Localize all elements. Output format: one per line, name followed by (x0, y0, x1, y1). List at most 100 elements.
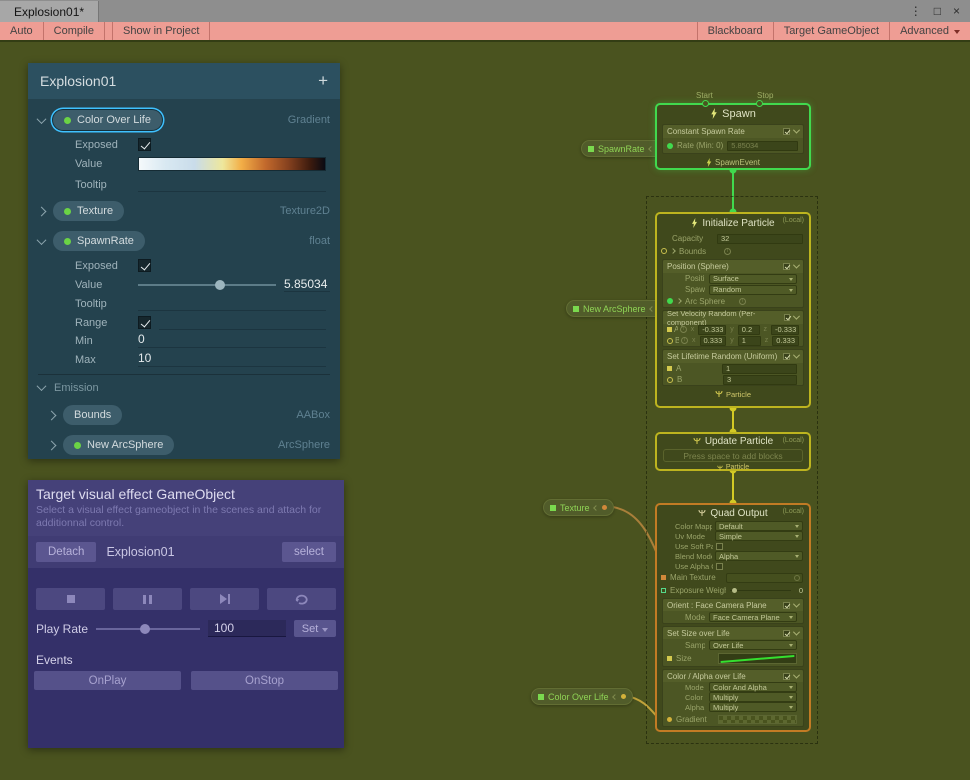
spawn-mode-dropdown[interactable]: Random (709, 285, 797, 295)
use-alpha-clipping-checkbox[interactable] (716, 563, 723, 570)
add-blocks-placeholder[interactable]: Press space to add blocks (663, 449, 803, 462)
kebab-menu-icon[interactable]: ⋮ (910, 5, 922, 17)
show-in-project-button[interactable]: Show in Project (113, 22, 210, 40)
slider-knob[interactable] (215, 280, 225, 290)
param-node-new-arcsphere[interactable]: New ArcSphere (566, 300, 670, 317)
size-input-port[interactable] (667, 656, 672, 661)
space-badge[interactable]: (Local) (783, 508, 804, 515)
block-enabled-checkbox[interactable] (783, 128, 790, 135)
color-mode-dropdown[interactable]: Color And Alpha (709, 682, 797, 692)
output-port[interactable] (621, 694, 626, 699)
pause-button[interactable] (113, 588, 182, 610)
detach-button[interactable]: Detach (36, 542, 96, 562)
lifetime-b-port[interactable] (667, 377, 673, 383)
target-gameobject-toggle-button[interactable]: Target GameObject (773, 22, 889, 40)
max-field[interactable]: 10 (138, 353, 326, 367)
collapse-icon[interactable] (649, 306, 655, 312)
block-enabled-checkbox[interactable] (783, 630, 790, 637)
constant-spawn-rate-block[interactable]: Constant Spawn Rate Rate (Min: 0) 5.8503… (662, 124, 804, 154)
quad-output-context[interactable]: (Local) Quad Output Color Mapping Mode D… (655, 503, 811, 732)
range-checkbox[interactable] (138, 316, 151, 329)
close-icon[interactable]: × (953, 5, 960, 17)
position-sphere-block[interactable]: Position (Sphere) Position Mode Surface … (662, 259, 804, 308)
value-slider[interactable] (138, 278, 276, 292)
param-node-texture[interactable]: Texture (543, 499, 614, 516)
block-enabled-checkbox[interactable] (783, 263, 790, 270)
param-node-color-over-life[interactable]: Color Over Life (531, 688, 633, 705)
category-emission[interactable]: Emission (38, 374, 330, 400)
set-size-over-life-block[interactable]: Set Size over Life Sample Mode Over Life… (662, 626, 804, 667)
exposure-weight-port[interactable] (661, 588, 666, 593)
value-number-field[interactable]: 5.85034 (284, 277, 330, 292)
output-port[interactable] (602, 505, 607, 510)
color-mapping-dropdown[interactable]: Default (715, 521, 803, 531)
velocity-b-y-field[interactable]: 1 (738, 336, 761, 346)
size-curve-field[interactable] (718, 653, 797, 664)
exposure-weight-slider[interactable] (730, 590, 791, 591)
block-enabled-checkbox[interactable] (784, 314, 791, 321)
sample-mode-dropdown[interactable]: Over Life (709, 640, 797, 650)
auto-button[interactable]: Auto (0, 22, 44, 40)
uv-mode-dropdown[interactable]: Simple (715, 531, 803, 541)
slider-knob[interactable] (732, 588, 737, 593)
tooltip-field[interactable] (138, 297, 326, 311)
main-texture-input-port[interactable] (661, 575, 666, 580)
spawn-context[interactable]: Spawn Constant Spawn Rate Rate (Min: 0) … (655, 103, 811, 170)
stop-button[interactable] (36, 588, 105, 610)
block-enabled-checkbox[interactable] (783, 353, 790, 360)
maximize-icon[interactable]: □ (934, 5, 941, 17)
gradient-field[interactable] (718, 715, 797, 724)
velocity-a-port[interactable] (667, 327, 672, 332)
chevron-down-icon[interactable] (793, 262, 800, 269)
param-pill-new-arcsphere[interactable]: New ArcSphere (63, 435, 174, 455)
onstop-button[interactable]: OnStop (191, 671, 338, 690)
arc-sphere-input-port[interactable] (667, 298, 673, 304)
collapse-icon[interactable] (612, 694, 618, 700)
orient-mode-dropdown[interactable]: Face Camera Plane (709, 612, 797, 622)
chevron-down-icon[interactable] (793, 127, 800, 134)
space-badge[interactable]: (Local) (783, 437, 804, 444)
chevron-down-icon[interactable] (37, 114, 47, 124)
lifetime-a-port[interactable] (667, 366, 672, 371)
play-rate-slider[interactable] (96, 623, 200, 635)
set-dropdown-button[interactable]: Set (294, 620, 336, 637)
step-button[interactable] (190, 588, 259, 610)
color-composition-dropdown[interactable]: Multiply (709, 692, 797, 702)
block-enabled-checkbox[interactable] (783, 602, 790, 609)
compile-button[interactable]: Compile (44, 22, 105, 40)
chevron-down-icon[interactable] (793, 628, 800, 635)
color-alpha-over-life-block[interactable]: Color / Alpha over Life Mode Color And A… (662, 669, 804, 727)
chevron-right-icon[interactable] (47, 440, 57, 450)
rate-input-port[interactable] (667, 143, 673, 149)
alpha-composition-dropdown[interactable]: Multiply (709, 702, 797, 712)
onplay-button[interactable]: OnPlay (34, 671, 181, 690)
blackboard-toggle-button[interactable]: Blackboard (697, 22, 773, 40)
initialize-particle-context[interactable]: (Local) Initialize Particle Capacity 32 … (655, 212, 811, 408)
add-parameter-button[interactable]: + (318, 71, 328, 91)
chevron-down-icon[interactable] (793, 352, 800, 359)
space-badge[interactable]: (Local) (783, 217, 804, 224)
lifetime-b-field[interactable]: 3 (723, 375, 797, 385)
orient-block[interactable]: Orient : Face Camera Plane Mode Face Cam… (662, 598, 804, 624)
capacity-field[interactable]: 32 (717, 234, 803, 244)
block-enabled-checkbox[interactable] (783, 673, 790, 680)
advanced-dropdown[interactable]: Advanced (889, 22, 970, 40)
restart-button[interactable] (267, 588, 336, 610)
update-particle-context[interactable]: (Local) Update Particle Press space to a… (655, 432, 811, 471)
velocity-b-port[interactable] (667, 338, 673, 344)
lifetime-a-field[interactable]: 1 (722, 364, 797, 374)
play-rate-field[interactable]: 100 (208, 620, 286, 637)
use-soft-particle-checkbox[interactable] (716, 543, 723, 550)
position-mode-dropdown[interactable]: Surface (709, 274, 797, 284)
slider-knob[interactable] (140, 624, 150, 634)
chevron-down-icon[interactable] (37, 235, 47, 245)
set-velocity-random-block[interactable]: Set Velocity Random (Per-component) A x … (662, 310, 804, 347)
object-picker-icon[interactable] (794, 575, 800, 581)
chevron-right-icon[interactable] (47, 410, 57, 420)
chevron-down-icon[interactable] (793, 671, 800, 678)
gradient-value-field[interactable] (138, 157, 326, 171)
velocity-a-x-field[interactable]: -0.333 (698, 325, 726, 335)
chevron-right-icon[interactable] (37, 206, 47, 216)
velocity-a-y-field[interactable]: 0.2 (738, 325, 760, 335)
velocity-b-z-field[interactable]: 0.333 (772, 336, 799, 346)
